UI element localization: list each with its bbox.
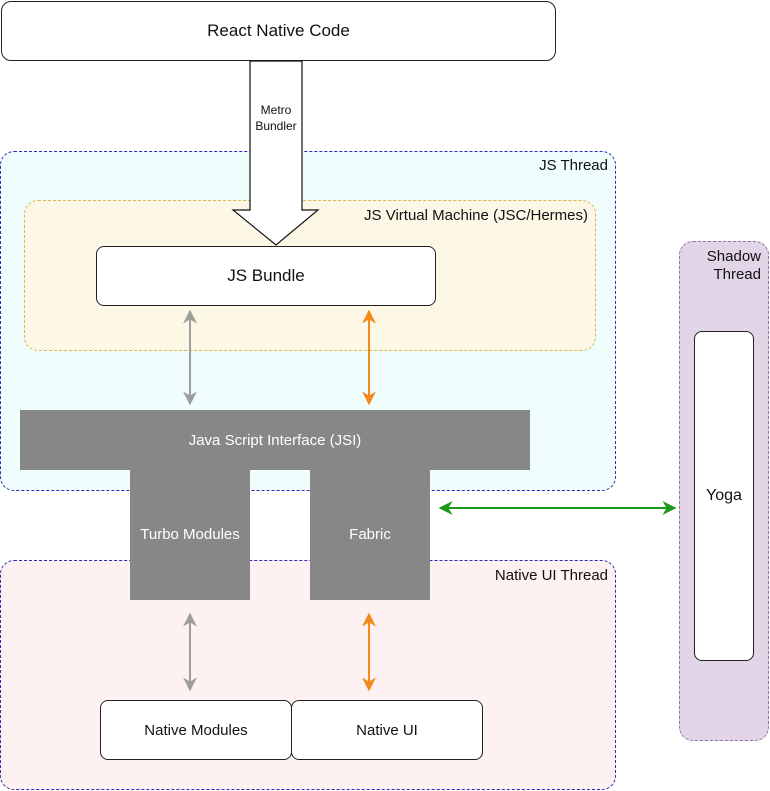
- react-native-code-box: React Native Code: [1, 1, 556, 61]
- metro-bundler-label-line1: Metro: [260, 103, 292, 117]
- native-ui-thread-label: Native UI Thread: [494, 567, 608, 584]
- js-bundle-label: JS Bundle: [227, 266, 305, 285]
- yoga-label: Yoga: [706, 487, 742, 504]
- shadow-thread-label: Shadow Thread: [707, 248, 761, 284]
- fabric-block: Fabric: [310, 469, 430, 600]
- turbo-modules-label: Turbo Modules: [140, 526, 240, 543]
- native-ui-box: Native UI: [291, 700, 483, 760]
- jsi-label: Java Script Interface (JSI): [188, 431, 362, 449]
- metro-bundler-label-line2: Bundler: [255, 119, 297, 133]
- react-native-code-label: React Native Code: [207, 21, 350, 40]
- turbo-modules-block: Turbo Modules: [130, 469, 250, 600]
- native-ui-label: Native UI: [356, 721, 418, 739]
- metro-bundler-label: Metro Bundler: [250, 100, 302, 136]
- shadow-thread-label-line2: Thread: [713, 266, 761, 283]
- jsi-bar: Java Script Interface (JSI): [20, 410, 530, 470]
- js-bundle-box: JS Bundle: [96, 246, 436, 306]
- js-vm-label: JS Virtual Machine (JSC/Hermes): [364, 207, 588, 224]
- native-modules-label: Native Modules: [144, 721, 248, 739]
- fabric-label: Fabric: [349, 526, 391, 543]
- metro-bundler-arrow: [231, 60, 320, 246]
- shadow-thread-label-line1: Shadow: [706, 248, 761, 265]
- native-modules-box: Native Modules: [100, 700, 292, 760]
- js-thread-label: JS Thread: [539, 157, 608, 174]
- yoga-box: Yoga: [694, 331, 754, 661]
